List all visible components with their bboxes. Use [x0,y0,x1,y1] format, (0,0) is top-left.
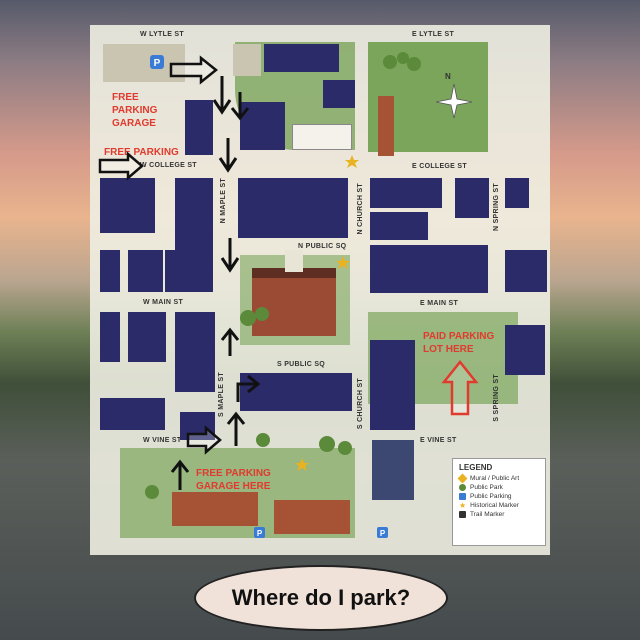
callout-paid-parking: PAID PARKING LOT HERE [423,331,495,355]
question-bubble: Where do I park? [194,565,448,631]
walker-icon [459,511,466,518]
street-e-college: E COLLEGE ST [412,163,467,170]
building [370,340,415,430]
building [100,398,165,430]
parking-icon: P [150,55,164,69]
building [100,178,155,233]
legend-label: Historical Marker [470,502,519,509]
arrow-right-college [98,151,144,181]
compass: N [436,72,472,119]
courthouse-tower [285,250,303,272]
legend-label: Public Parking [470,493,512,500]
building [370,212,428,240]
street-s-public-sq: S PUBLIC SQ [277,361,326,368]
callout-free-parking: FREE PARKING [104,147,179,158]
arrow-up-1 [220,327,240,356]
building [505,178,529,208]
tree-icon [145,52,421,499]
legend-item: Mural / Public Art [457,473,539,484]
street-e-lytle: E LYTLE ST [412,31,455,38]
street-w-lytle: W LYTLE ST [140,31,184,38]
parking-icon: P [254,527,265,538]
question-text: Where do I park? [231,585,411,610]
building [370,178,442,208]
building [323,80,355,108]
arrow-turn-square [236,374,261,402]
star-icon [295,155,359,471]
legend-item: Trail Marker [459,511,539,518]
garage-building [172,492,258,526]
parking-icon [459,493,466,500]
parking-icon: P [377,527,388,538]
building [128,250,163,292]
street-w-college: W COLLEGE ST [140,162,197,169]
building [180,412,215,440]
library-building [274,500,350,534]
street-n-public-sq: N PUBLIC SQ [298,243,347,250]
legend-label: Mural / Public Art [470,475,520,482]
building [128,312,166,362]
legend-item: ★ Historical Marker [459,501,539,510]
arrow-right-vine [186,425,222,455]
arrow-down-1 [212,76,232,115]
clock-tower [378,96,394,156]
building [240,373,352,411]
building [455,178,489,218]
street-e-vine: E VINE ST [420,437,457,444]
building [505,325,545,375]
arrow-down-3 [220,238,240,273]
building [370,245,488,293]
building [165,250,213,292]
courthouse [252,268,336,336]
street-w-vine: W VINE ST [143,437,182,444]
building [264,44,339,72]
arrow-right-to-garage [169,55,219,85]
callout-free-parking-garage-here: FREE PARKING GARAGE HERE [196,468,271,492]
legend-box: LEGEND Mural / Public Art Public Park Pu… [452,458,546,546]
legend-item: Public Parking [459,493,539,500]
lot-north-2 [233,44,261,76]
building [100,312,120,362]
building [185,100,213,155]
building [505,250,547,292]
callout-free-parking-garage: FREE PARKING GARAGE [112,92,158,129]
street-e-main: E MAIN ST [420,300,459,307]
street-w-main: W MAIN ST [143,299,184,306]
compass-n-label: N [445,72,451,81]
building [238,178,348,238]
svg-text:P: P [380,529,386,538]
tree-icon [459,484,466,491]
star-icon: ★ [459,501,467,510]
legend-item: Public Park [459,484,539,491]
svg-text:P: P [257,529,263,538]
svg-text:P: P [154,58,161,69]
compass-star-icon [436,84,472,119]
legend-label: Public Park [470,484,503,491]
arrow-up-paid-lot [441,359,479,416]
building [100,250,120,292]
brush-icon [457,473,468,484]
arrow-down-2 [218,138,238,173]
arrow-up-3 [170,459,190,490]
arrow-down-side [230,92,250,121]
building [175,312,215,392]
arrow-up-2 [226,411,246,446]
legend-title: LEGEND [459,463,493,472]
building [372,440,414,500]
white-building [292,124,352,150]
legend-label: Trail Marker [470,511,505,518]
